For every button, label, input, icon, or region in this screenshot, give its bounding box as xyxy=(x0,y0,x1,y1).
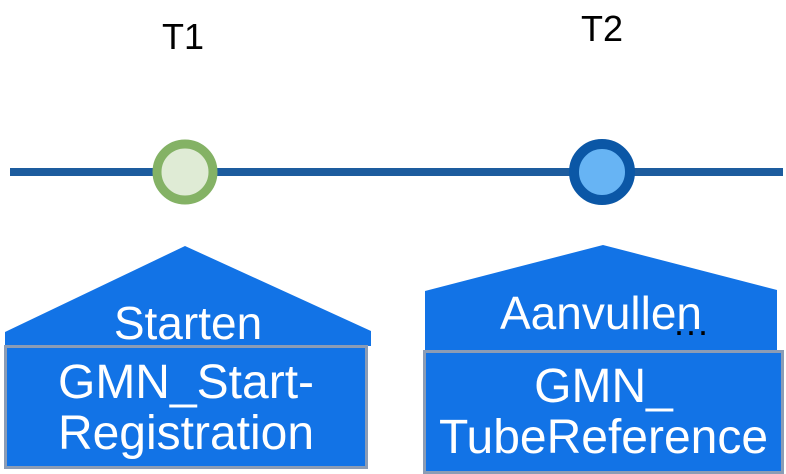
t1-action-label: Starten xyxy=(113,297,263,349)
t1-marker-circle xyxy=(152,139,218,205)
callout-pentagon-t2 xyxy=(425,245,777,351)
t1-label: T1 xyxy=(161,16,204,57)
t2-message-line2: TubeReference xyxy=(438,411,769,464)
t1-message-text: GMN_Start- Registration xyxy=(4,357,368,459)
t2-label: T2 xyxy=(580,8,623,49)
t2-marker-circle xyxy=(569,139,635,205)
t1-message-line1: GMN_Start- xyxy=(57,356,315,409)
t1-message-line2: Registration xyxy=(57,407,315,460)
callout-pentagon-t1 xyxy=(5,246,371,346)
message-box-t1 xyxy=(4,345,368,469)
t2-message-text: GMN_ TubeReference xyxy=(423,361,784,463)
t2-ellipsis: ... xyxy=(673,302,710,343)
t2-message-line1: GMN_ xyxy=(534,360,673,413)
message-box-t2 xyxy=(423,350,784,474)
t2-action-label: Aanvullen xyxy=(499,287,703,339)
